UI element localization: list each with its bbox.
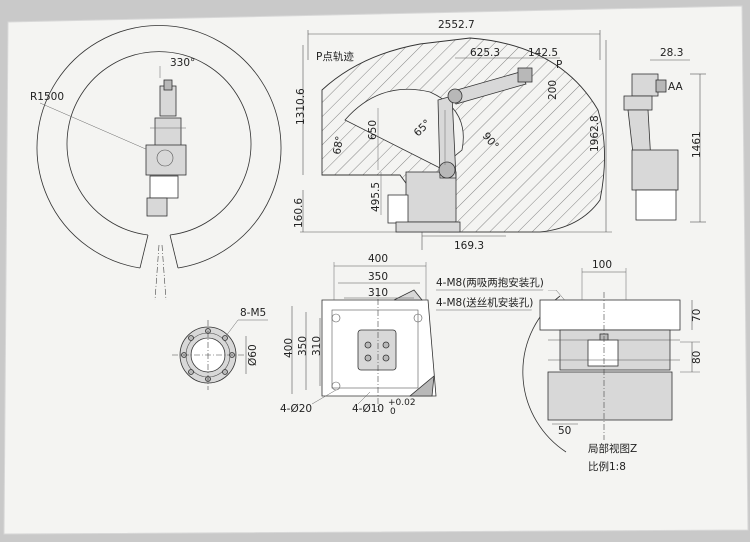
front-height-dim: 1461	[691, 131, 703, 158]
overall-width-dim: 2552.7	[438, 19, 475, 31]
point-p-label: P	[556, 59, 562, 71]
front-view: 28.3 AA 1461	[623, 47, 706, 223]
base-offset-dim: 169.3	[454, 240, 484, 252]
detail-dim-80: 80	[691, 351, 703, 364]
m8-suction-callout: 4-M8(两吸两抱安装孔)	[436, 276, 544, 289]
base-height-310: 310	[311, 336, 323, 356]
dim-650: 650	[367, 120, 379, 140]
tolerance-lower: 0	[390, 407, 396, 417]
base-width-310: 310	[368, 287, 388, 299]
base-width-350: 350	[368, 271, 388, 283]
trajectory-label: P点轨迹	[316, 50, 354, 63]
m8-feeder-callout: 4-M8(送丝机安装孔)	[436, 296, 533, 309]
flange-bolts-label: 8-M5	[240, 307, 266, 319]
base-height-dim: 160.6	[293, 198, 305, 228]
height-left-dim: 1310.6	[295, 88, 307, 125]
reach-a-dim: 625.3	[470, 47, 500, 59]
detail-dim-100: 100	[592, 259, 612, 271]
flange-view: 8-M5 Ø60	[172, 307, 268, 390]
reach-b-dim: 142.5	[528, 47, 558, 59]
robot-top-view	[145, 79, 187, 217]
dim-200: 200	[547, 80, 559, 100]
tolerance-upper: +0.02	[388, 398, 416, 408]
radius-label: R1500	[30, 91, 64, 103]
angle-330-label: 330°	[170, 57, 195, 69]
base-width-400: 400	[368, 253, 388, 265]
top-view: 330° R1500	[30, 25, 282, 301]
base-height-400: 400	[283, 338, 295, 358]
angle-68-label: 68°	[331, 135, 346, 155]
detail-dim-70: 70	[691, 309, 703, 322]
flange-diameter-label: Ø60	[247, 344, 259, 366]
base-pin-label: 4-Ø10	[352, 403, 384, 415]
base-view: 400 350 310 400 350 310 4-Ø20 4-Ø10 +0.0…	[280, 253, 437, 417]
aa-label: AA	[668, 81, 683, 93]
base-hole-label: 4-Ø20	[280, 403, 312, 415]
front-width-dim: 28.3	[660, 47, 683, 59]
height-right-dim: 1962.8	[589, 115, 601, 152]
detail-view-z: 100 70 80 50 局部视图Z 比例1:8	[522, 252, 715, 473]
base-height-350: 350	[297, 336, 309, 356]
side-view: 2552.7 P点轨迹 625.3 142.5 P 1310.6 1962.8 …	[293, 19, 612, 252]
detail-view-title: 局部视图Z	[588, 442, 637, 455]
mount-callouts: 4-M8(两吸两抱安装孔) 4-M8(送丝机安装孔)	[436, 276, 581, 337]
robot-side-view	[387, 67, 533, 233]
inner-reach-arc	[66, 51, 252, 236]
outer-reach-arc	[36, 25, 282, 269]
detail-dim-50: 50	[558, 425, 571, 437]
dim-495: 495.5	[370, 182, 382, 212]
detail-view-scale: 比例1:8	[588, 460, 626, 473]
